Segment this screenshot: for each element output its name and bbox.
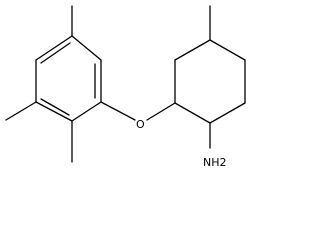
ring-bond <box>209 39 246 61</box>
ring-bond <box>35 101 73 122</box>
oxygen-label: O <box>136 118 145 131</box>
ring-bond <box>35 35 73 61</box>
ring-bond <box>174 102 211 124</box>
amine-label: NH2 <box>203 156 227 169</box>
ring-double-bond <box>40 42 71 64</box>
cyclohexane-ring <box>174 39 246 124</box>
ether-bond-aryl <box>100 101 136 121</box>
aromatic-ring <box>35 35 102 122</box>
ring-double-bond <box>40 98 70 116</box>
ether-bond-alkyl <box>146 102 176 121</box>
ring-bond <box>174 39 211 61</box>
ring-bond <box>71 35 102 61</box>
molecule-structure: O NH2 <box>5 5 246 169</box>
ring-bond <box>71 101 102 122</box>
ring-bond <box>209 102 246 124</box>
methyl-bond-left <box>5 101 37 121</box>
